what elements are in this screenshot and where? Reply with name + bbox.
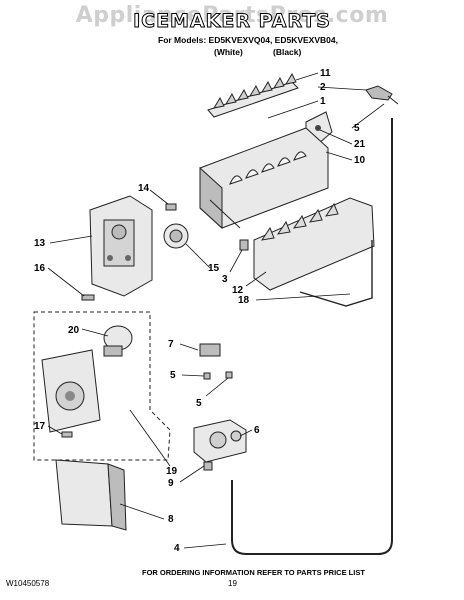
variant-black-label: (Black) [273, 47, 302, 57]
callout-number: 7 [168, 339, 174, 350]
page-number: 19 [228, 579, 237, 588]
page-title: ICEMAKER PARTS [133, 10, 331, 33]
variant-white-label: (White) [214, 47, 243, 57]
part-small-screw [165, 203, 177, 211]
part-module [103, 325, 133, 357]
callout-number: 21 [354, 139, 366, 150]
part-control-housing [89, 195, 153, 297]
part-assembly-plate [41, 349, 101, 433]
callout-number: 16 [34, 263, 46, 274]
callout-number: 20 [68, 325, 80, 336]
callout-number: 13 [34, 238, 46, 249]
callout-number: 11 [320, 68, 331, 79]
part-clip [365, 85, 399, 105]
callout-number: 18 [238, 295, 250, 306]
callout-number: 6 [254, 425, 260, 436]
callout-number: 2 [320, 82, 326, 93]
part-screw-17 [61, 431, 73, 438]
part-water-valve [193, 419, 247, 463]
callout-number: 5 [196, 398, 202, 409]
model-numbers: For Models: ED5KVEXVQ04, ED5KVEXVB04, [158, 35, 338, 45]
ordering-info: FOR ORDERING INFORMATION REFER TO PARTS … [142, 568, 365, 577]
document-number: W10450578 [6, 579, 50, 588]
callout-number: 17 [34, 421, 46, 432]
part-harness [199, 343, 221, 357]
leader-lines [47, 72, 385, 549]
part-mold [199, 127, 329, 230]
callout-number: 5 [354, 123, 360, 134]
callout-number: 14 [138, 183, 150, 194]
part-tubing [231, 118, 393, 555]
callout-number: 9 [168, 478, 174, 489]
callout-number: 19 [166, 466, 178, 477]
assembly-outline [33, 311, 171, 461]
callout-number: 5 [170, 370, 176, 381]
part-ejector-comb [207, 72, 299, 118]
callout-number: 3 [222, 274, 228, 285]
part-motor [163, 223, 189, 249]
callout-number: 10 [354, 155, 366, 166]
callout-number: 4 [174, 543, 180, 554]
callout-number: 8 [168, 514, 174, 525]
part-screw-16 [81, 294, 95, 301]
part-cover [253, 197, 375, 291]
callout-number: 1 [320, 96, 326, 107]
part-9 [203, 461, 213, 471]
part-shutoff-arm [299, 240, 373, 307]
part-screw [239, 239, 249, 251]
callout-number: 15 [208, 263, 220, 274]
part-cover-block [55, 459, 127, 531]
callout-number: 12 [232, 285, 244, 296]
